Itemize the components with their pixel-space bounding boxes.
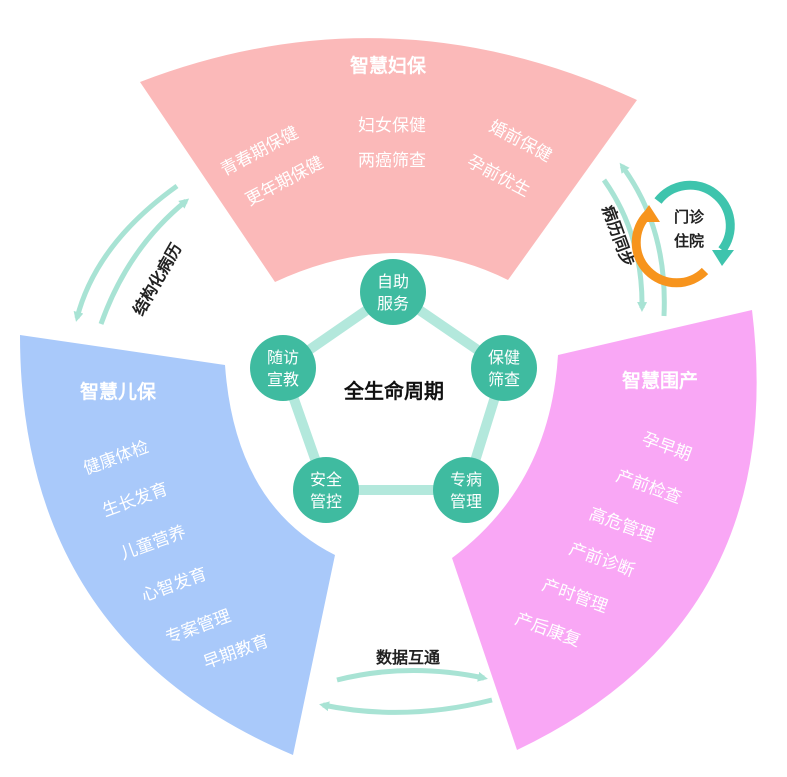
sector-maternal-item: 妇女保健 (358, 116, 426, 136)
center-hub: 全生命周期 自助 服务 保健 筛查 专病 管理 安全 管控 随访 宣教 (250, 259, 537, 523)
node-label: 宣教 (267, 370, 299, 389)
node-circle (433, 457, 499, 523)
cycle-arrowhead-orange-icon (637, 205, 660, 222)
node-label: 安全 (310, 470, 342, 489)
node-circle (250, 335, 316, 401)
node-label: 服务 (377, 294, 409, 313)
node-circle (293, 457, 359, 523)
sector-perinatal-title: 智慧围产 (622, 369, 698, 392)
node-self-service: 自助 服务 (360, 259, 426, 325)
node-disease-management: 专病 管理 (433, 457, 499, 523)
node-label: 自助 (377, 272, 409, 291)
sector-child: 智慧儿保 健康体检 生长发育 儿童营养 心智发育 专案管理 早期教育 (20, 335, 335, 755)
cycle-arrowhead-teal-icon (712, 250, 734, 266)
connector-left: 结构化病历 (73, 183, 190, 325)
cycle-label-inpatient: 住院 (674, 232, 704, 250)
sector-child-title: 智慧儿保 (80, 380, 157, 403)
node-label: 保健 (488, 348, 520, 367)
sector-maternal-item: 两癌筛查 (358, 151, 426, 171)
center-title: 全生命周期 (343, 379, 444, 403)
cycle-indicator: 门诊 住院 (631, 180, 735, 288)
arrow-bottom-right-icon (336, 667, 488, 683)
sector-perinatal-shape (452, 310, 757, 750)
arrow-right-up-icon (619, 162, 667, 317)
node-circle (471, 335, 537, 401)
node-screening: 保健 筛查 (471, 335, 537, 401)
node-label: 管控 (310, 492, 342, 511)
node-safety-control: 安全 管控 (293, 457, 359, 523)
sector-child-shape (20, 335, 335, 755)
connector-right: 病历同步 (598, 162, 667, 317)
node-label: 筛查 (488, 370, 520, 389)
cycle-arrow-teal-icon (654, 180, 735, 253)
sector-maternal: 智慧妇保 青春期保健 更年期保健 妇女保健 两癌筛查 婚前保健 孕前优生 (140, 38, 637, 282)
arrow-left-down-icon (73, 183, 179, 322)
cycle-label-outpatient: 门诊 (674, 208, 705, 226)
sector-perinatal: 智慧围产 孕早期 产前检查 高危管理 产前诊断 产时管理 产后康复 (452, 310, 757, 750)
arrow-bottom-left-icon (319, 697, 493, 715)
node-label: 专病 (450, 470, 482, 489)
node-label: 管理 (450, 492, 482, 511)
sector-maternal-title: 智慧妇保 (350, 54, 427, 77)
arrow-left-up-icon (98, 198, 190, 325)
node-follow-up: 随访 宣教 (250, 335, 316, 401)
node-label: 随访 (267, 348, 299, 367)
sector-maternal-shape (140, 38, 637, 282)
connector-bottom: 数据互通 (319, 648, 493, 715)
node-circle (360, 259, 426, 325)
connector-bottom-label: 数据互通 (376, 648, 440, 667)
cycle-arrow-orange-icon (631, 210, 709, 288)
